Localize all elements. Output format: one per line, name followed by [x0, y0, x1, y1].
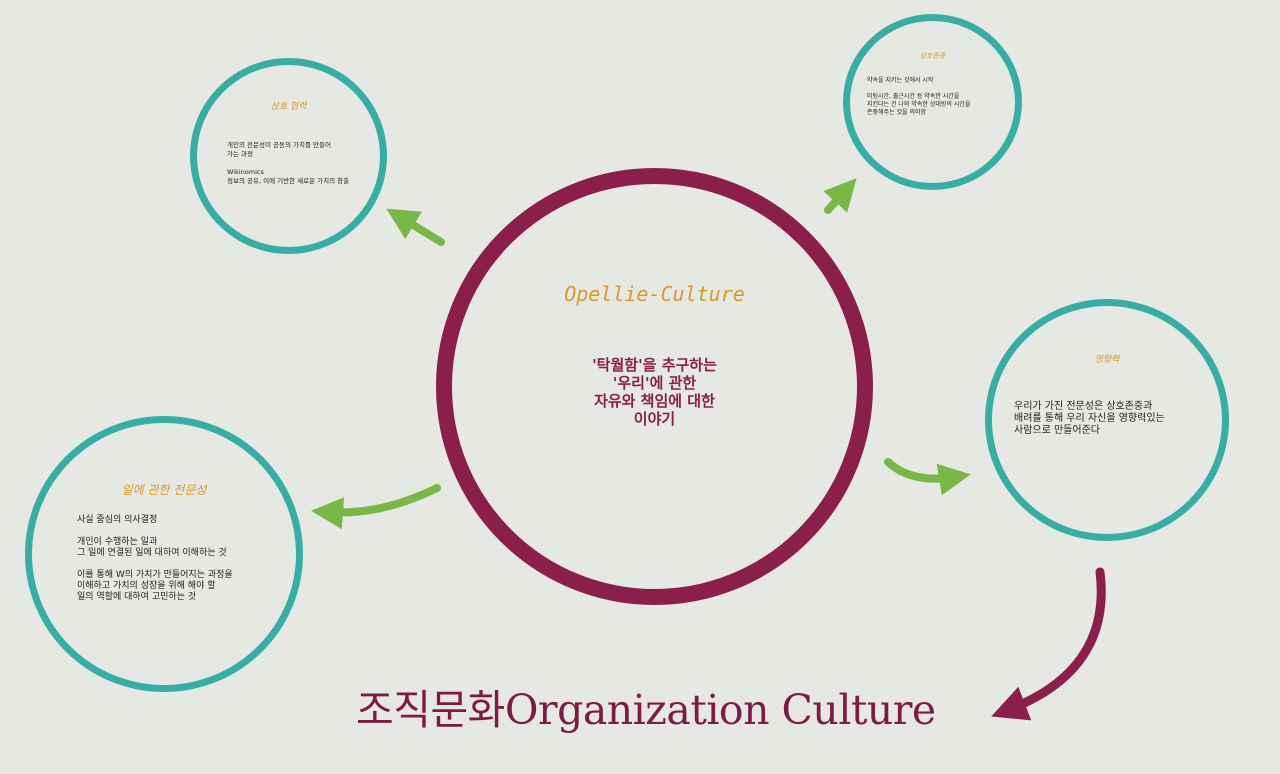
arrow-to-top-right: [823, 178, 857, 214]
circle-work-expertise-text: 사실 중심의 의사결정 개인이 수행하는 일과 그 일에 연결된 일에 대하여 …: [77, 515, 233, 602]
circle-work-expertise-title: 일에 관한 전문성: [121, 483, 207, 497]
circle-work-expertise[interactable]: 일에 관한 전문성 사실 중심의 의사결정 개인이 수행하는 일과 그 일에 연…: [25, 416, 303, 692]
main-title: 조직문화Organization Culture: [356, 686, 936, 734]
circle-influence-text: 우리가 가진 전문성은 상호존중과 배려를 통해 우리 자신을 영향력있는 사람…: [1014, 401, 1165, 436]
circle-collaboration-text: 개인의 전문성이 공동의 가치를 만들어 가는 과정 Wikinomics 정보…: [227, 141, 350, 185]
circle-respect[interactable]: 상호존중 약속을 지키는 것에서 시작 미팅시간, 출근시간 등 약속한 시간을…: [843, 14, 1022, 190]
circle-opellie-culture[interactable]: Opellie-Culture '탁월함'을 추구하는 '우리'에 관한 자유와…: [436, 168, 873, 605]
circle-collaboration-title: 상호 협력: [270, 102, 307, 112]
circle-influence-title: 영향력: [1094, 355, 1120, 365]
circle-influence[interactable]: 영향력 우리가 가진 전문성은 상호존중과 배려를 통해 우리 자신을 영향력있…: [985, 299, 1229, 541]
arrow-to-main-title: [991, 567, 1106, 721]
arrow-to-left: [311, 484, 441, 530]
arrow-to-right: [884, 458, 971, 496]
circle-respect-text: 약속을 지키는 것에서 시작 미팅시간, 출근시간 등 약속한 시간을 지킨다는…: [867, 77, 971, 116]
circle-respect-title: 상호존중: [919, 52, 946, 60]
center-text: '탁월함'을 추구하는 '우리'에 관한 자유와 책임에 대한 이야기: [592, 356, 717, 428]
arrow-to-top-left: [386, 208, 445, 246]
circle-collaboration[interactable]: 상호 협력 개인의 전문성이 공동의 가치를 만들어 가는 과정 Wikinom…: [190, 58, 387, 254]
center-title: Opellie-Culture: [564, 282, 745, 306]
